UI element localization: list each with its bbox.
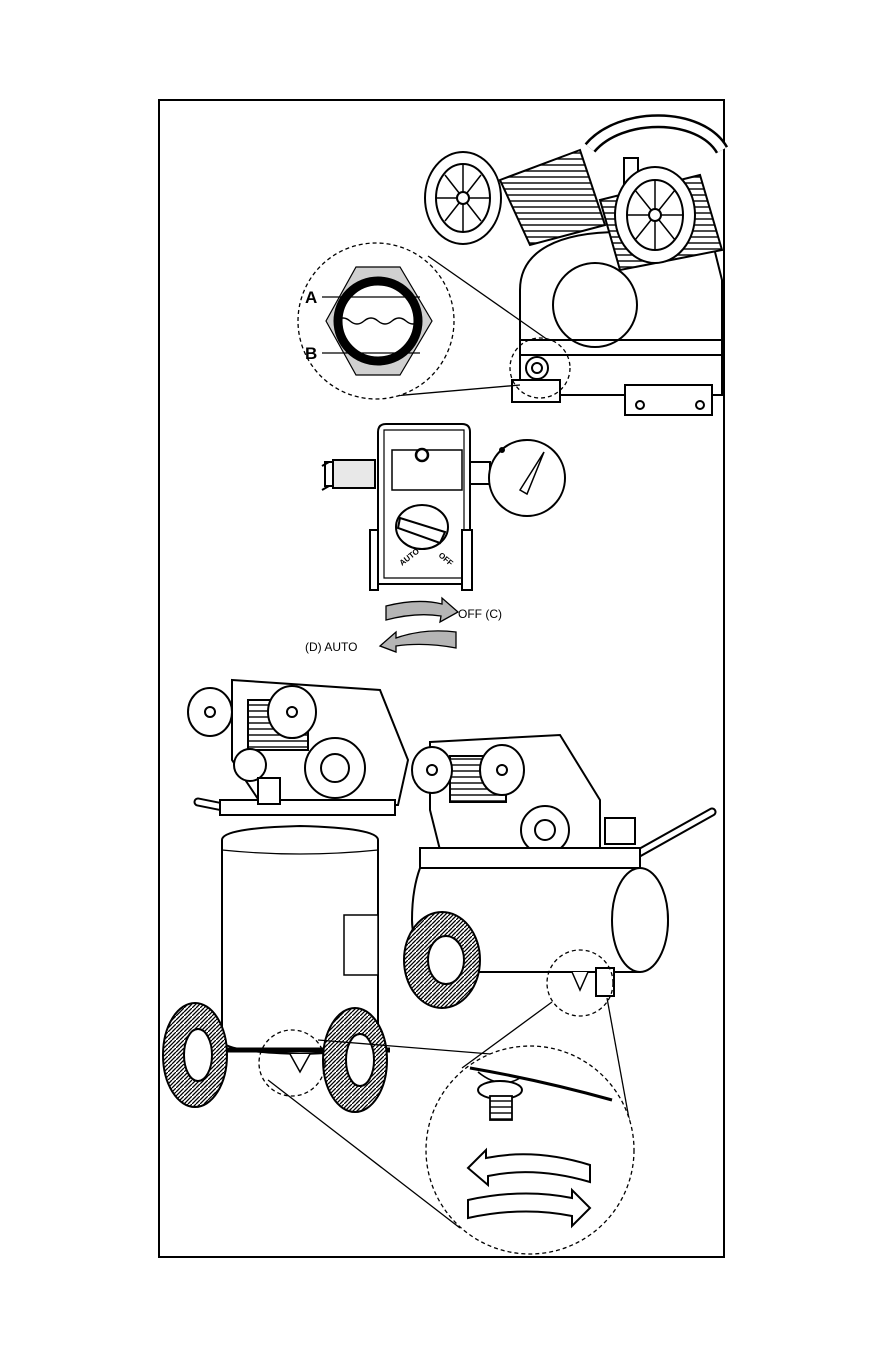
label-auto-d: (D) AUTO [305, 640, 357, 654]
drain-valve-detail-circle [426, 1046, 634, 1254]
label-b: B [305, 344, 317, 363]
arrow-auto-direction [380, 631, 456, 652]
label-off-c: OFF (C) [458, 607, 502, 621]
drain-valve-stem [490, 1096, 512, 1120]
horizontal-compressor-drawing [404, 735, 712, 1008]
label-a: A [305, 288, 317, 307]
pump-head-drawing [425, 121, 722, 415]
arrow-off-direction [386, 598, 458, 622]
pressure-switch-drawing [322, 424, 565, 590]
vertical-compressor-drawing [163, 680, 408, 1112]
